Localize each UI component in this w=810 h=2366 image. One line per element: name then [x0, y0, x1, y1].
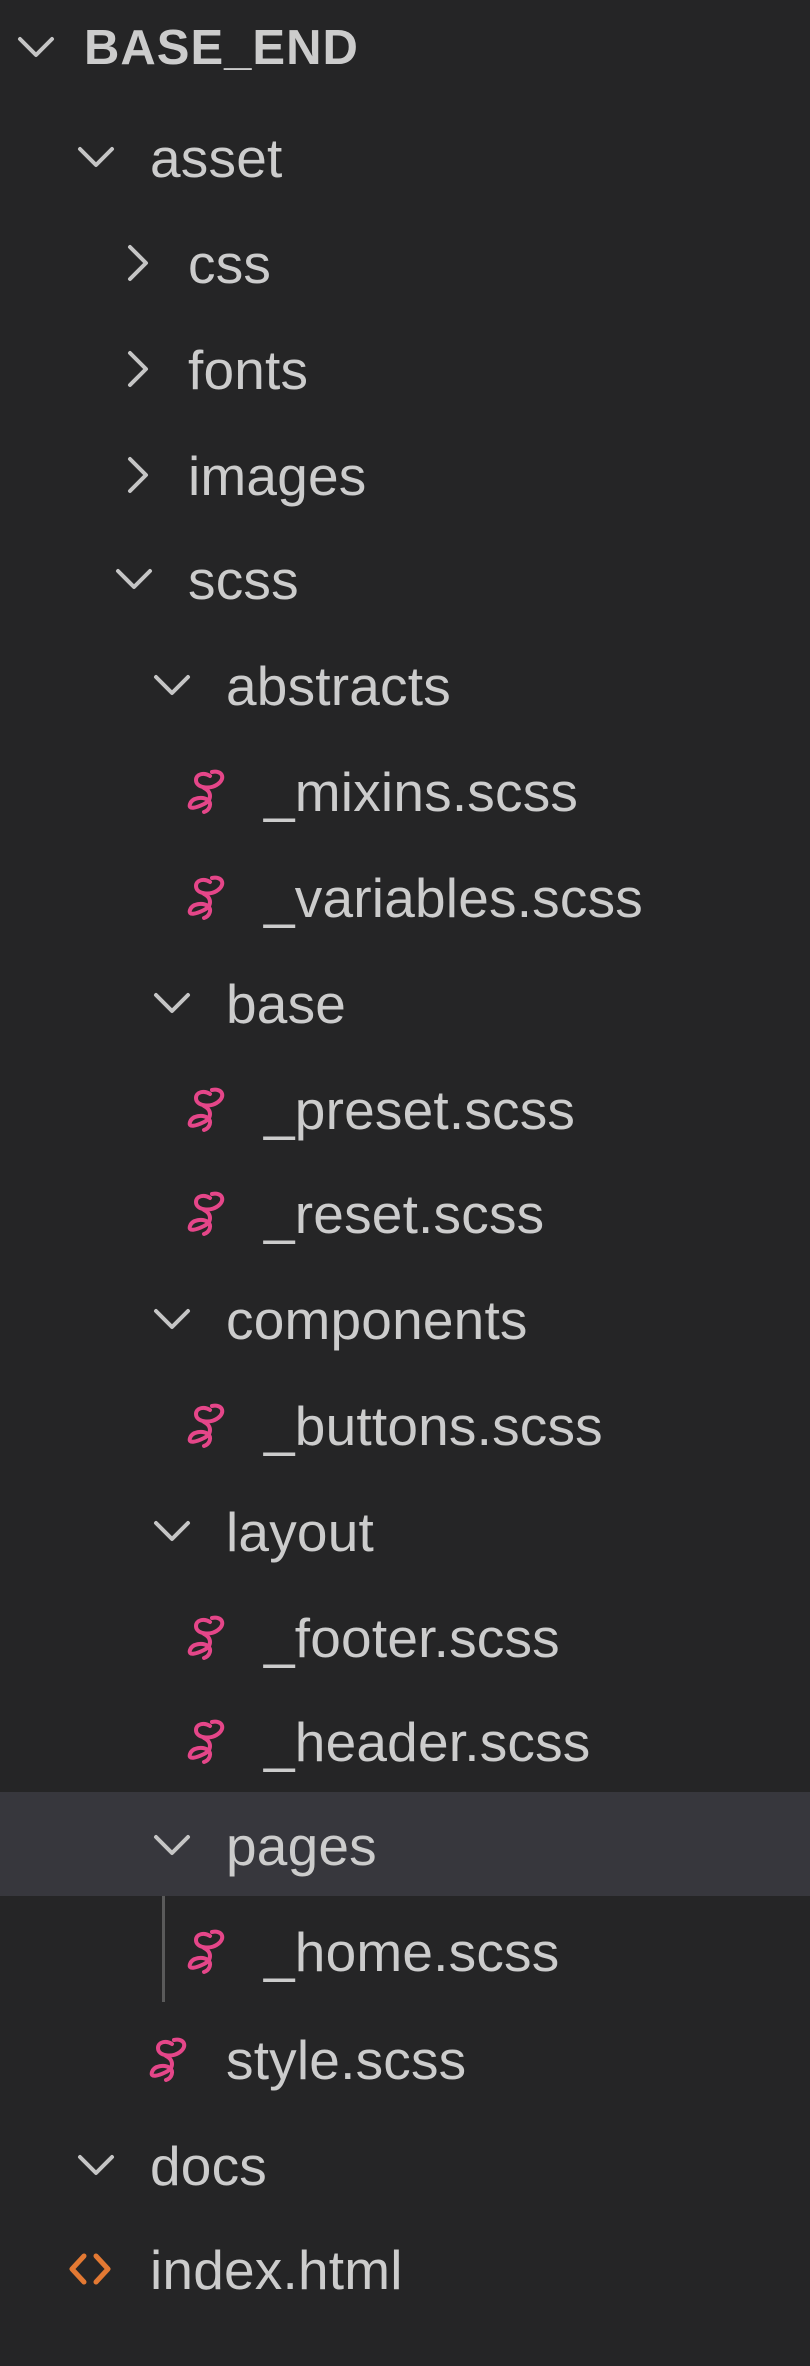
- tree-file-preset[interactable]: _preset.scss: [0, 1056, 810, 1160]
- indent-guide: [162, 1896, 165, 2002]
- chevron-down-icon: [14, 25, 58, 69]
- chevron-down-icon: [150, 663, 194, 707]
- chevron-down-icon: [74, 2143, 118, 2187]
- sass-icon: [182, 872, 230, 922]
- sass-icon: [182, 1612, 230, 1662]
- tree-folder-components[interactable]: components: [0, 1266, 810, 1370]
- tree-folder-base[interactable]: base: [0, 950, 810, 1054]
- tree-item-label: _footer.scss: [264, 1607, 560, 1669]
- tree-folder-layout[interactable]: layout: [0, 1478, 810, 1582]
- html-icon: [66, 2244, 114, 2294]
- chevron-down-icon: [150, 981, 194, 1025]
- tree-file-header[interactable]: _header.scss: [0, 1688, 810, 1792]
- tree-item-label: scss: [188, 549, 299, 611]
- tree-folder-fonts[interactable]: fonts: [0, 316, 810, 420]
- tree-item-label: fonts: [188, 339, 309, 401]
- tree-item-label: base: [226, 973, 347, 1035]
- tree-file-mixins[interactable]: _mixins.scss: [0, 738, 810, 842]
- tree-item-label: _reset.scss: [264, 1183, 545, 1245]
- tree-item-label: style.scss: [226, 2029, 467, 2091]
- tree-folder-pages[interactable]: pages: [0, 1792, 810, 1896]
- chevron-down-icon: [150, 1823, 194, 1867]
- tree-item-label: abstracts: [226, 655, 451, 717]
- tree-folder-docs[interactable]: docs: [0, 2112, 810, 2216]
- tree-item-label: css: [188, 233, 272, 295]
- tree-item-label: docs: [150, 2135, 267, 2197]
- sass-icon: [182, 1188, 230, 1238]
- tree-item-label: _header.scss: [264, 1711, 591, 1773]
- tree-folder-asset[interactable]: asset: [0, 104, 810, 208]
- chevron-right-icon: [116, 453, 160, 497]
- chevron-down-icon: [74, 135, 118, 179]
- tree-file-variables[interactable]: _variables.scss: [0, 844, 810, 948]
- sass-icon: [182, 1400, 230, 1450]
- sass-icon: [144, 2034, 192, 2084]
- tree-item-label: pages: [226, 1815, 377, 1877]
- tree-folder-css[interactable]: css: [0, 210, 810, 314]
- tree-item-label: asset: [150, 127, 283, 189]
- tree-item-label: _preset.scss: [264, 1079, 576, 1141]
- sass-icon: [182, 1084, 230, 1134]
- tree-file-reset[interactable]: _reset.scss: [0, 1160, 810, 1264]
- sass-icon: [182, 766, 230, 816]
- chevron-right-icon: [116, 347, 160, 391]
- tree-file-home[interactable]: _home.scss: [0, 1898, 810, 2002]
- tree-root-label: BASE_END: [84, 21, 359, 75]
- chevron-right-icon: [116, 241, 160, 285]
- tree-root-base-end[interactable]: BASE_END: [0, 0, 810, 104]
- tree-file-index-html[interactable]: index.html: [0, 2216, 810, 2320]
- tree-item-label: images: [188, 445, 367, 507]
- tree-item-label: _variables.scss: [264, 867, 643, 929]
- tree-folder-scss[interactable]: scss: [0, 526, 810, 630]
- chevron-down-icon: [112, 557, 156, 601]
- tree-item-label: _home.scss: [264, 1921, 560, 1983]
- tree-file-buttons[interactable]: _buttons.scss: [0, 1372, 810, 1476]
- tree-item-label: _buttons.scss: [264, 1395, 603, 1457]
- chevron-down-icon: [150, 1509, 194, 1553]
- sass-icon: [182, 1716, 230, 1766]
- sass-icon: [182, 1926, 230, 1976]
- chevron-down-icon: [150, 1297, 194, 1341]
- tree-item-label: components: [226, 1289, 528, 1351]
- tree-item-label: layout: [226, 1501, 374, 1563]
- tree-file-footer[interactable]: _footer.scss: [0, 1584, 810, 1688]
- tree-folder-abstracts[interactable]: abstracts: [0, 632, 810, 736]
- tree-item-label: index.html: [150, 2239, 403, 2301]
- tree-file-style[interactable]: style.scss: [0, 2006, 810, 2110]
- tree-folder-images[interactable]: images: [0, 422, 810, 526]
- tree-item-label: _mixins.scss: [264, 761, 579, 823]
